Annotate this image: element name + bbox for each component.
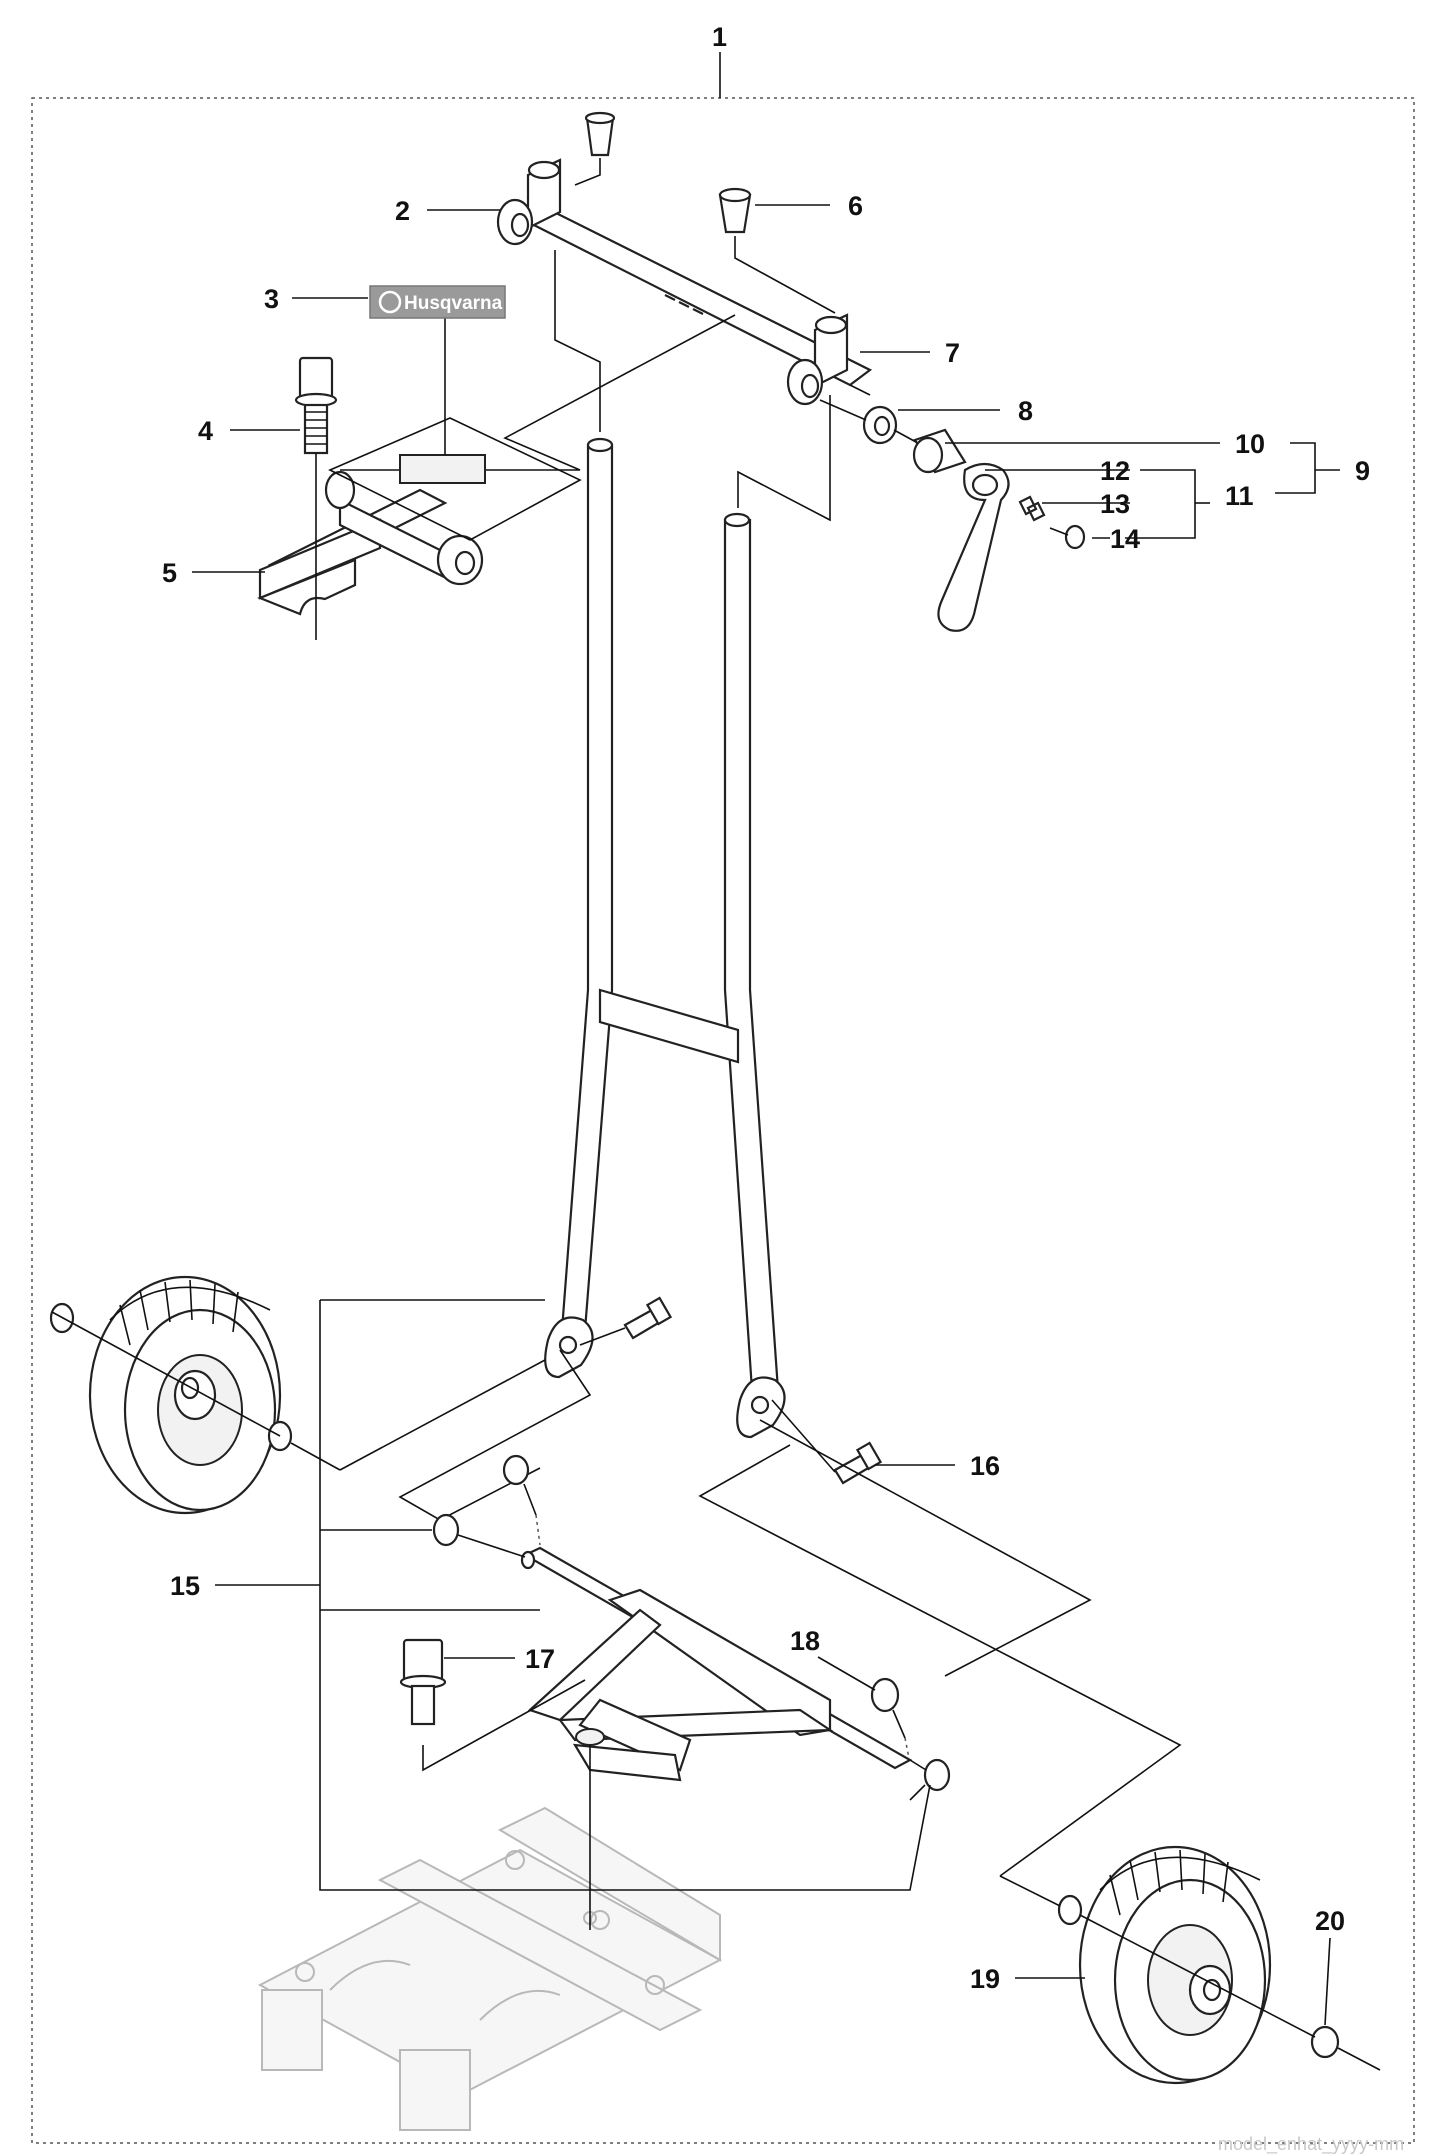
callout-11: 11 — [1225, 481, 1254, 511]
main-frame — [544, 437, 786, 1439]
snap-pin-right — [870, 1677, 906, 1739]
sticker — [399, 454, 486, 484]
callout-17: 17 — [525, 1644, 555, 1674]
callout-15: 15 — [170, 1571, 200, 1601]
washer-right-inner — [1057, 1894, 1083, 1926]
clamp-right — [786, 313, 849, 406]
washer-axle-right — [923, 1758, 951, 1792]
axle-assembly — [520, 1546, 913, 1782]
screw-left-bracket — [623, 1296, 673, 1340]
callout-8: 8 — [1018, 396, 1033, 426]
assembly-boundary — [31, 97, 1415, 2144]
slider-bracket — [257, 470, 484, 616]
base-frame-ghost — [257, 1806, 723, 2131]
callout-19: 19 — [970, 1964, 1000, 1994]
screw-14 — [1049, 524, 1086, 550]
rubber-cap-left — [584, 111, 616, 157]
callout-9: 9 — [1355, 456, 1370, 486]
rubber-cap-right — [718, 187, 752, 234]
watermark: model_enhat_yyyy-mm — [1218, 2134, 1404, 2155]
lever-handle — [937, 462, 1010, 632]
bolt-17 — [399, 1638, 447, 1726]
callout-5: 5 — [162, 558, 177, 588]
washer-right-outer — [1310, 2025, 1340, 2059]
callout-14: 14 — [1110, 524, 1140, 554]
wheel-left — [88, 1275, 282, 1515]
bolt-4 — [294, 356, 338, 455]
callout-18: 18 — [790, 1626, 820, 1656]
svg-text:Husqvarna: Husqvarna — [404, 293, 503, 314]
snap-pin-left — [502, 1454, 537, 1516]
husqvarna-logo: Husqvarna — [369, 285, 506, 319]
clamp-left — [496, 158, 562, 246]
callout-16: 16 — [970, 1451, 1000, 1481]
callout-6: 6 — [848, 191, 863, 221]
callout-13: 13 — [1100, 489, 1130, 519]
screw-right-bracket — [833, 1441, 883, 1485]
washer-axle-left — [432, 1513, 460, 1547]
callout-1: 1 — [712, 22, 727, 52]
callout-12: 12 — [1100, 456, 1130, 486]
callout-2: 2 — [395, 196, 410, 226]
callout-10: 10 — [1235, 429, 1265, 459]
spring-13 — [1018, 495, 1046, 522]
callout-4: 4 — [198, 416, 213, 446]
callout-7: 7 — [945, 338, 960, 368]
callout-3: 3 — [264, 284, 279, 314]
callout-20: 20 — [1315, 1906, 1345, 1936]
sleeve-10 — [912, 428, 967, 474]
